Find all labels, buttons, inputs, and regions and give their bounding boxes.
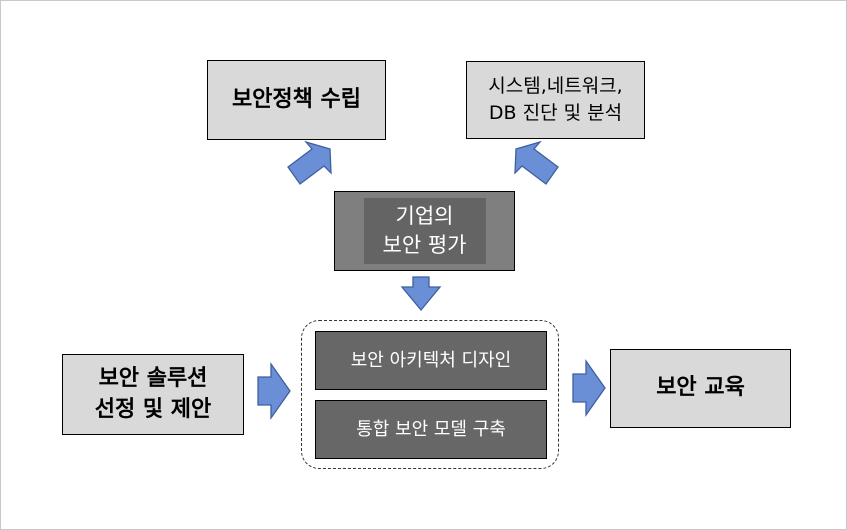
arrow-diagnosis-to-assessment <box>514 140 559 185</box>
node-enterprise-assessment: 기업의 보안 평가 <box>334 191 515 271</box>
node-security-education: 보안 교육 <box>610 349 791 428</box>
node-enterprise-assessment-line2: 보안 평가 <box>382 233 467 257</box>
node-security-policy: 보안정책 수립 <box>207 60 386 140</box>
node-system-diagnosis-line2: DB 진단 및 분석 <box>488 102 623 124</box>
arrow-design-to-education <box>572 358 606 418</box>
node-enterprise-assessment-line1: 기업의 <box>395 203 454 228</box>
design-group-outline <box>301 320 559 469</box>
node-architecture-design-label: 보안 아키텍처 디자인 <box>350 349 512 371</box>
arrow-policy-to-assessment <box>287 140 332 185</box>
arrow-assessment-to-design <box>400 276 442 312</box>
node-integrated-model: 통합 보안 모델 구축 <box>315 400 547 459</box>
node-architecture-design: 보안 아키텍처 디자인 <box>315 331 547 390</box>
node-security-policy-label: 보안정책 수립 <box>231 86 362 112</box>
node-system-diagnosis-line1: 시스템,네트워크, <box>488 75 623 98</box>
node-integrated-model-label: 통합 보안 모델 구축 <box>356 418 506 440</box>
node-enterprise-assessment-inner: 기업의 보안 평가 <box>363 198 486 264</box>
arrow-solution-to-design <box>257 361 291 421</box>
node-security-education-label: 보안 교육 <box>656 375 745 401</box>
node-solution-selection: 보안 솔루션 선정 및 제안 <box>62 354 244 435</box>
node-solution-selection-line1: 보안 솔루션 <box>98 365 208 391</box>
node-system-diagnosis: 시스템,네트워크, DB 진단 및 분석 <box>466 61 645 139</box>
node-solution-selection-line2: 선정 및 제안 <box>94 396 212 422</box>
